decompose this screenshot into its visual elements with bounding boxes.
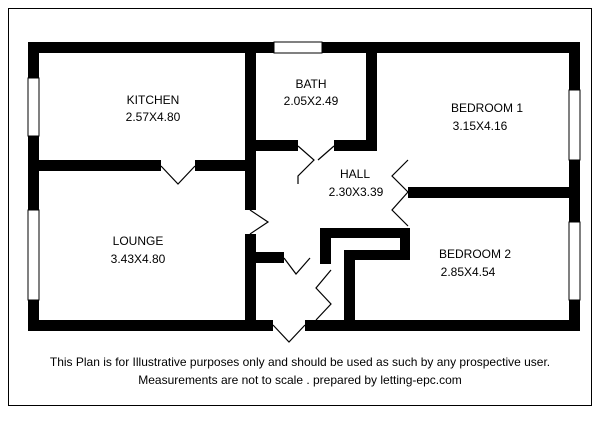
bedroom-1-size: 3.15X4.16 (453, 119, 508, 133)
wall-bath-hall-left (256, 140, 298, 151)
door-bedroom-2 (391, 191, 409, 227)
wall-cupboard-top-left (256, 252, 284, 263)
window-bedroom-2 (568, 221, 581, 301)
door-kitchen (160, 165, 196, 185)
kitchen-size: 2.57X4.80 (126, 110, 181, 124)
interior-walls (39, 42, 580, 331)
door-cupboard-top (283, 257, 311, 275)
wall-cupboard-ledge-end (400, 228, 410, 256)
wall-hall-bed2 (344, 250, 410, 260)
wall-bottom-left (28, 320, 273, 331)
door-entrance (272, 324, 306, 343)
wall-cupboard-right (344, 250, 355, 331)
kitchen-name: KITCHEN (127, 93, 180, 107)
wall-cupboard-ledge (320, 228, 410, 238)
disclaimer-line-2: Measurements are not to scale . prepared… (138, 373, 462, 387)
wall-bath-bedroom1 (366, 42, 377, 140)
doors (160, 145, 409, 343)
wall-lounge-hall (245, 234, 256, 331)
hall-name: HALL (340, 167, 370, 181)
room-labels: KITCHEN 2.57X4.80 BATH 2.05X2.49 BEDROOM… (111, 77, 524, 279)
bath-name: BATH (295, 77, 326, 91)
bath-size: 2.05X2.49 (284, 94, 339, 108)
bedroom-2-name: BEDROOM 2 (439, 247, 511, 261)
wall-bed1-bed2 (408, 187, 580, 198)
wall-kitchen-lounge-right (195, 160, 256, 171)
windows (27, 41, 581, 301)
door-bedroom-1 (391, 159, 409, 193)
window-kitchen (27, 77, 40, 137)
door-bath-b (317, 145, 335, 161)
door-bath (297, 145, 315, 184)
page-frame (8, 8, 592, 406)
wall-kitchen-bath (245, 42, 256, 210)
lounge-size: 3.43X4.80 (111, 252, 166, 266)
window-bath (273, 41, 323, 54)
wall-bath-hall-right (334, 140, 377, 151)
bedroom-2-size: 2.85X4.54 (441, 265, 496, 279)
wall-bottom-right (305, 320, 580, 331)
wall-cupboard-stub (320, 228, 331, 264)
window-bedroom-1 (568, 89, 581, 161)
wall-kitchen-lounge-left (39, 160, 161, 171)
door-cupboard-bifold (315, 269, 332, 321)
door-lounge (249, 209, 270, 235)
bedroom-1-name: BEDROOM 1 (451, 101, 523, 115)
wall-right (569, 42, 580, 329)
disclaimer-line-1: This Plan is for Illustrative purposes o… (49, 355, 551, 369)
lounge-name: LOUNGE (113, 234, 164, 248)
window-lounge (27, 209, 40, 301)
wall-left (28, 42, 39, 331)
hall-size: 2.30X3.39 (329, 185, 384, 199)
